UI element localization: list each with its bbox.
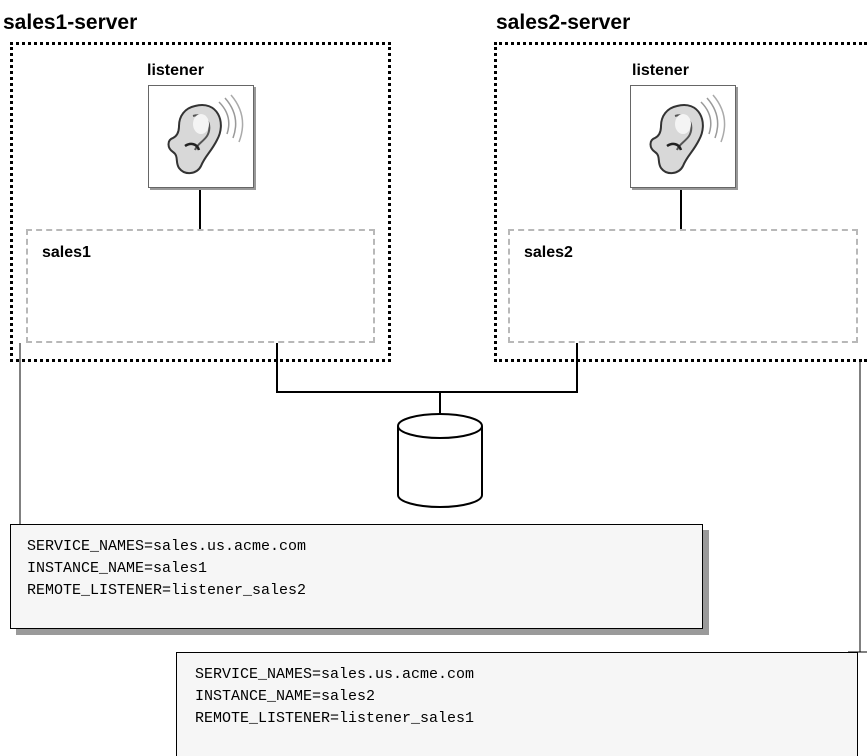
- sales1-instance-box: [26, 229, 375, 343]
- server1-title: sales1-server: [3, 11, 138, 34]
- sales2-init-params: SERVICE_NAMES=sales.us.acme.com INSTANCE…: [176, 652, 858, 756]
- server2-title: sales2-server: [496, 11, 631, 34]
- sales1-param-service-names: SERVICE_NAMES=sales.us.acme.com: [27, 538, 307, 555]
- server1-listener-label: listener: [147, 62, 204, 79]
- ear-icon: [167, 94, 244, 174]
- sales2-instance-label: sales2: [524, 244, 573, 261]
- sales2-instance-box: [508, 229, 858, 343]
- sales2-param-instance-name: INSTANCE_NAME=sales2: [195, 688, 376, 705]
- server1-listener-box: [148, 85, 254, 188]
- sales1-param-instance-name: INSTANCE_NAME=sales1: [27, 560, 208, 577]
- sales1-param-remote-listener: REMOTE_LISTENER=listener_sales2: [27, 582, 307, 599]
- db-bus-line: [276, 343, 578, 393]
- server2-box: [494, 42, 867, 362]
- sales2-param-service-names: SERVICE_NAMES=sales.us.acme.com: [195, 666, 475, 683]
- sales1-instance-label: sales1: [42, 244, 91, 261]
- server2-listener-label: listener: [632, 62, 689, 79]
- server2-listener-box: [630, 85, 736, 188]
- server1-box: [10, 42, 391, 362]
- ear-icon: [649, 94, 726, 174]
- database-cylinder-icon: [397, 413, 483, 508]
- sales2-param-remote-listener: REMOTE_LISTENER=listener_sales1: [195, 710, 475, 727]
- sales1-init-params: SERVICE_NAMES=sales.us.acme.com INSTANCE…: [10, 524, 703, 629]
